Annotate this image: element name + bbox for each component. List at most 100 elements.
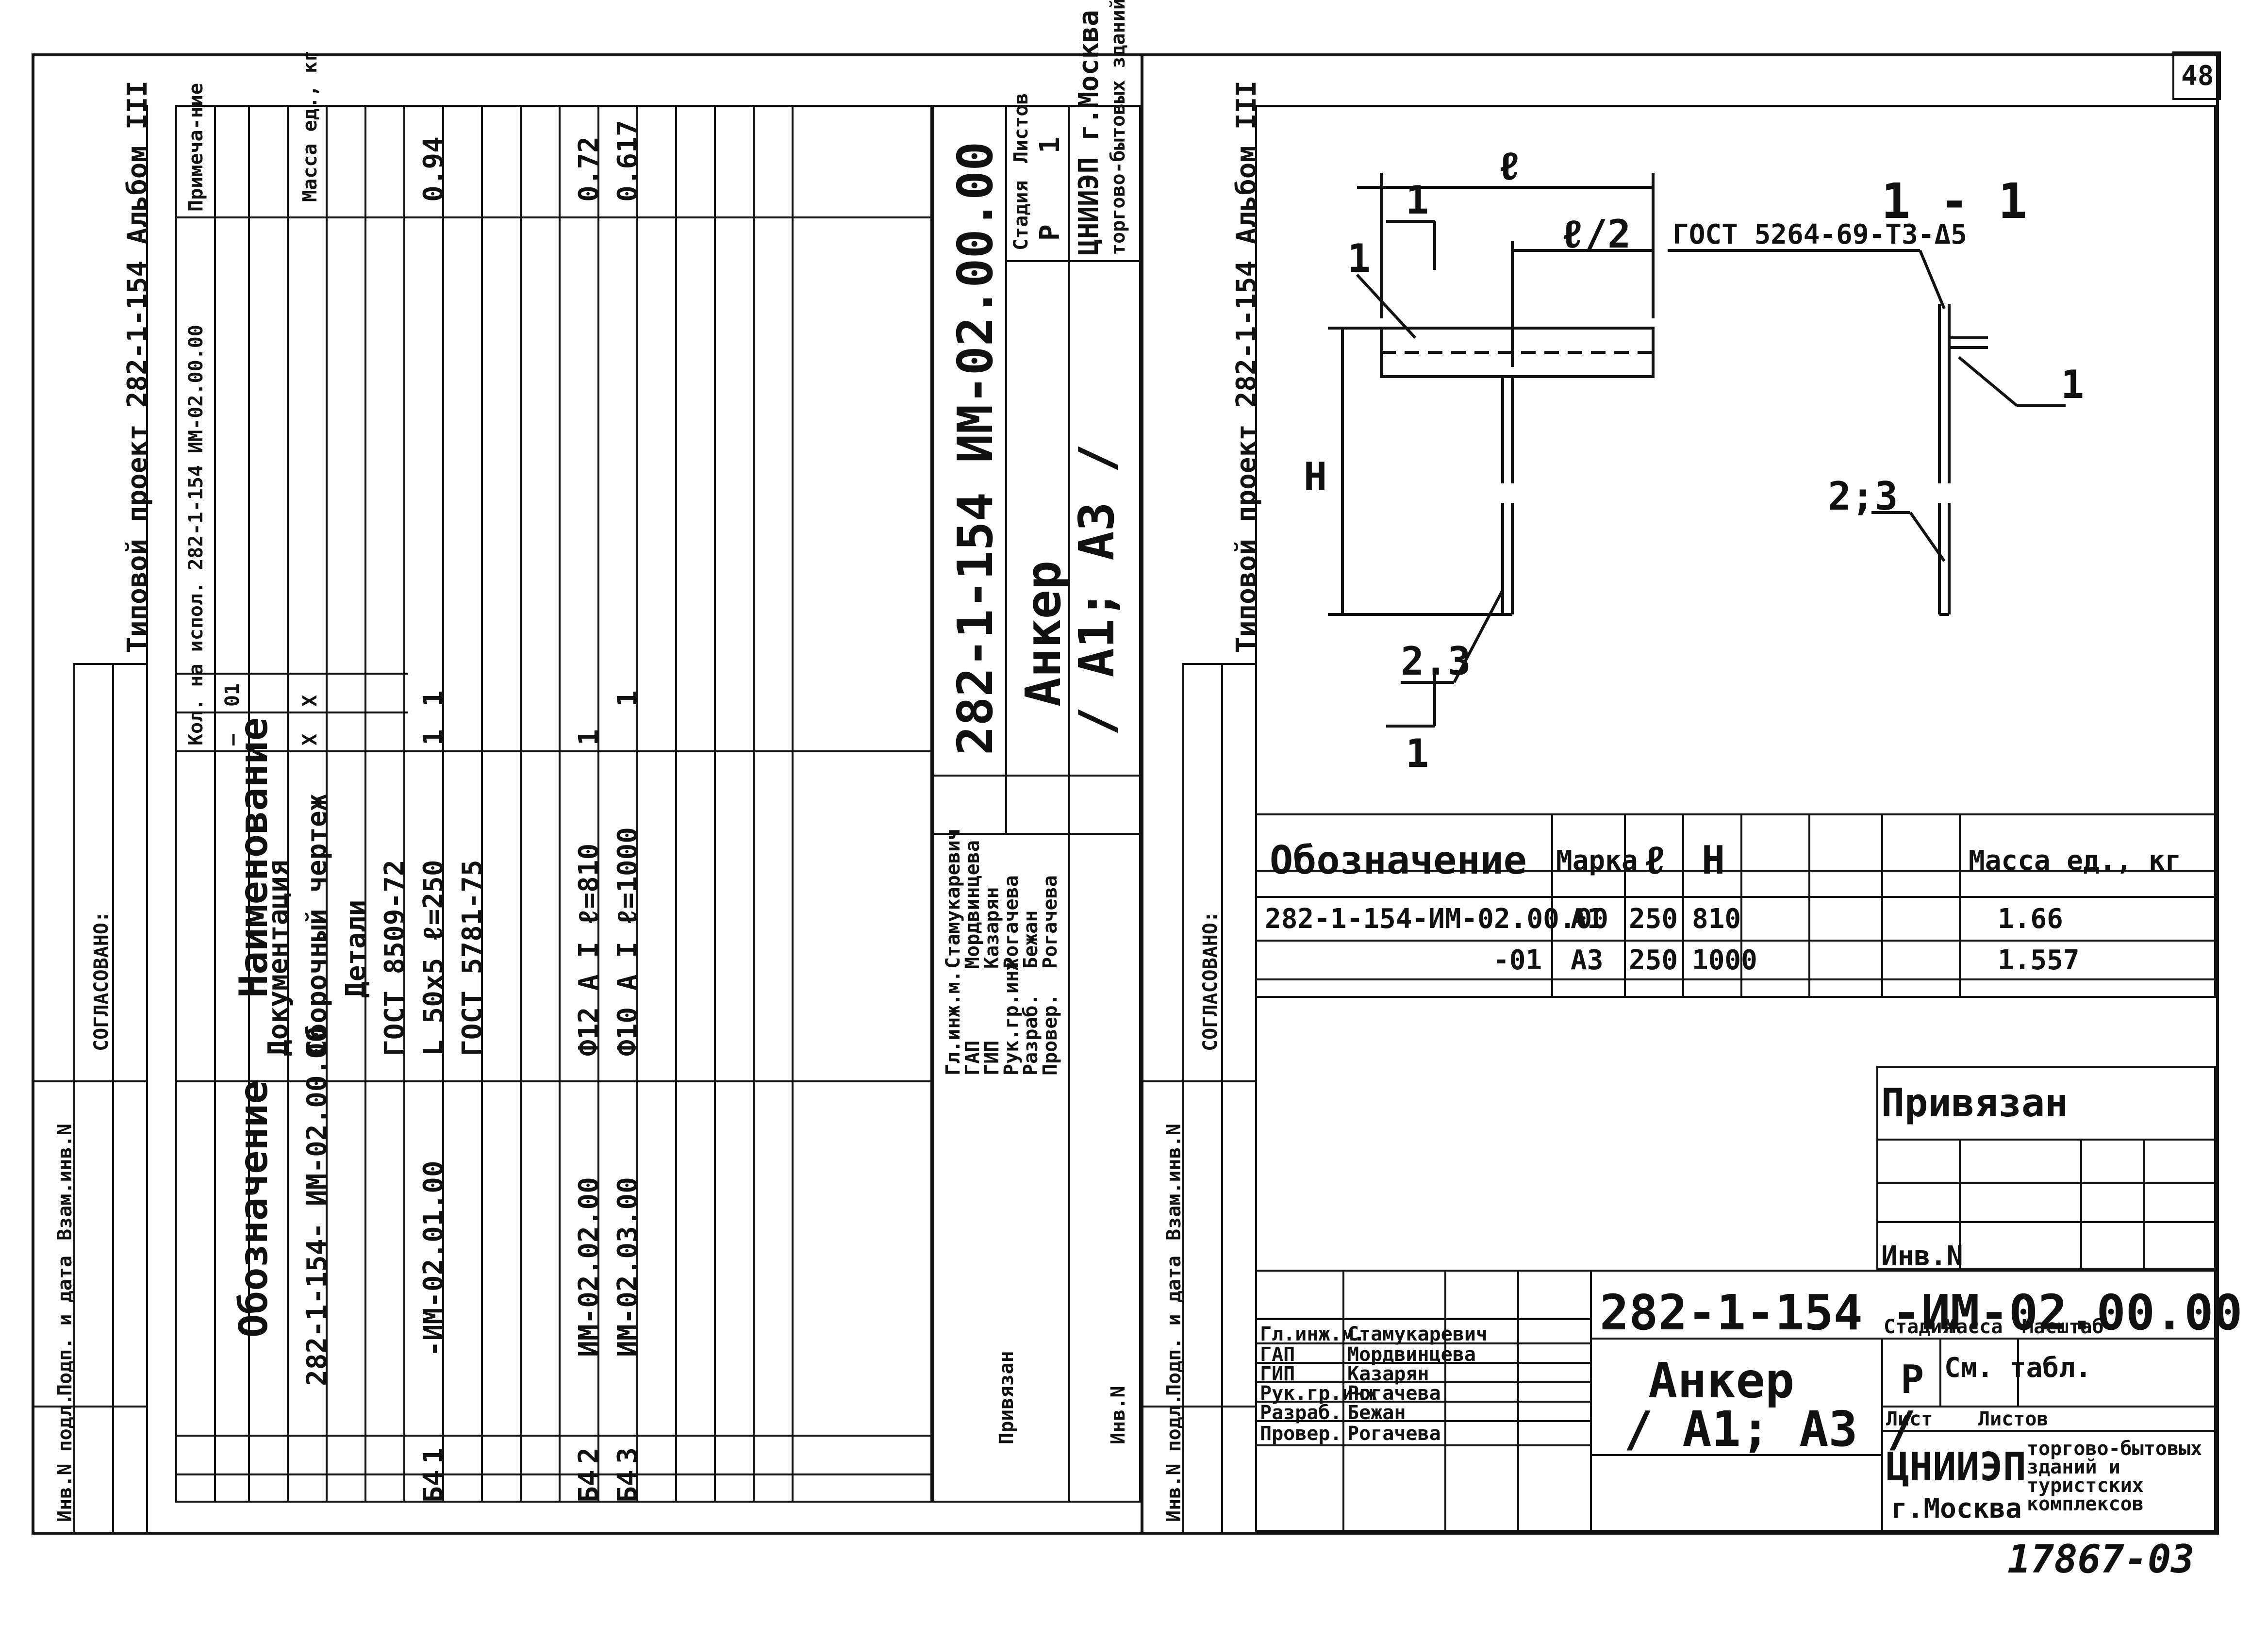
right-mass-label: Масса <box>1944 1316 2003 1338</box>
variant-1-h: 1000 <box>1692 944 1757 976</box>
row-7-name: Ф10 А I ℓ=1000 <box>612 827 644 1056</box>
right-title-subtitle: / А1; А3 / <box>1624 1401 1917 1457</box>
left-title-block <box>932 105 1141 1503</box>
right-role-5: Провер. <box>1260 1423 1342 1445</box>
row-1-designation: 282-1-154- ИМ-02.00.00 <box>301 1026 333 1386</box>
header-note: Примеча-ние <box>185 83 207 212</box>
header-qty: Кол. на испол. 282-1-154 ИМ-02.00.00 <box>185 325 207 745</box>
variants-table <box>1255 813 2216 998</box>
dim-h-label: Н <box>1304 454 1327 499</box>
right-org-dept: торгово-бытовых зданий и туристских комп… <box>2027 1438 2202 1515</box>
row-4-note: 0.94 <box>418 136 449 202</box>
pos-23-label: 2.3 <box>1401 639 1471 684</box>
drawing-area <box>1255 105 2216 872</box>
variant-0-mark: А1 <box>1571 903 1604 935</box>
left-sheet: СОГЛАСОВАНО: Инв.N подл. Подп. и дата Вз… <box>32 0 1144 1535</box>
row-7-q1: 1 <box>612 690 644 707</box>
left-inv: Инв.N <box>1107 1386 1129 1444</box>
right-role-0: Гл.инж.м. <box>1260 1323 1365 1345</box>
anchor-drawing <box>1328 173 2066 728</box>
right-role-2: ГИП <box>1260 1363 1295 1385</box>
left-org: ЦНИИЭП г.Москва <box>1073 10 1105 255</box>
pos-1-label: 1 <box>1347 236 1371 281</box>
left-privyazan: Привязан <box>995 1351 1018 1444</box>
header-qty-col0: – <box>221 733 244 745</box>
album-caption: Типовой проект 282-1-154 Альбом III <box>122 80 153 653</box>
left-stage: Р <box>1034 224 1066 241</box>
left-sheets: 1 <box>1034 137 1066 153</box>
row-6-pos: 2 <box>573 1447 605 1464</box>
row-0-name: Документация <box>263 860 294 1056</box>
row-4-pos: 1 <box>418 1447 449 1464</box>
sheet-number: 48 <box>2181 60 2214 92</box>
right-city: г.Москва <box>1891 1493 2022 1524</box>
section-title: 1 - 1 <box>1881 173 2028 230</box>
row-4-format: Б4 <box>418 1470 449 1503</box>
right-privyazan: Привязан <box>1881 1080 2069 1126</box>
variants-header-mass: Масса ед., кг <box>1969 845 2182 877</box>
row-4-q1: 1 <box>418 690 449 707</box>
row-4-name: L 50x5 ℓ=250 <box>418 860 449 1056</box>
variant-0-designation: 282-1-154-ИМ-02.00.00 <box>1265 903 1609 935</box>
right-stamp-label-inv: Инв.N подл. <box>1163 1393 1185 1522</box>
variant-1-mark: А3 <box>1571 944 1604 976</box>
left-title-name: Анкер <box>1015 560 1072 707</box>
privyazan-block <box>1876 1066 2216 1270</box>
row-7-note: 0.617 <box>612 120 644 202</box>
variant-1-mass: 1.557 <box>1998 944 2080 976</box>
row-1-note: Масса ед., кг <box>299 50 321 202</box>
row-3-name: ГОСТ 8509-72 <box>379 860 411 1056</box>
right-sheet-label: Лист <box>1886 1408 1933 1430</box>
row-6-note: 0.72 <box>573 136 605 202</box>
row-6-format: Б4 <box>573 1470 605 1503</box>
agreement-label: СОГЛАСОВАНО: <box>90 911 113 1051</box>
dim-l2-label: ℓ/2 <box>1561 212 1631 257</box>
variants-header-h: Н <box>1702 838 1725 883</box>
right-stamp-label-replace: Взам.инв.N <box>1163 1124 1185 1241</box>
row-7-pos: 3 <box>612 1447 644 1464</box>
row-1-q0: X <box>299 733 321 745</box>
row-7-format: Б4 <box>612 1470 644 1503</box>
spec-table <box>175 105 932 1503</box>
stamp-label-replace: Взам.инв.N <box>54 1124 76 1241</box>
left-title-code: 282-1-154 ИМ-02.00.00 <box>947 141 1004 755</box>
row-1-q1: X <box>299 695 321 707</box>
section-mark-bottom: 1 <box>1406 731 1429 776</box>
row-6-q0: 1 <box>573 729 605 745</box>
row-4-designation: -ИМ-02.01.00 <box>418 1160 449 1357</box>
right-scale-label: Масштаб <box>2022 1316 2104 1338</box>
left-stage-label: Стадия <box>1010 180 1032 251</box>
weld-note: ГОСТ 5264-69-Т3-Δ5 <box>1672 219 1967 250</box>
variants-header-mark: Марка <box>1556 845 1638 877</box>
right-agreement-label: СОГЛАСОВАНО: <box>1199 911 1222 1051</box>
section-pos-1-label: 1 <box>2061 362 2085 407</box>
row-6-designation: ИМ-02.02.00 <box>573 1177 605 1357</box>
right-sheets-label: Листов <box>1978 1408 2049 1430</box>
left-title-subtitle: / А1; А3 / <box>1068 443 1125 736</box>
row-5-name: ГОСТ 5781-75 <box>457 860 488 1056</box>
right-name-3: Рогачева <box>1347 1382 1441 1405</box>
left-sheets-label: Листов <box>1010 93 1032 164</box>
right-stage-label: Стадия <box>1884 1316 1954 1338</box>
variant-0-mass: 1.66 <box>1998 903 2063 935</box>
variant-1-l: 250 <box>1629 944 1678 976</box>
right-inv: Инв.N <box>1881 1241 1963 1272</box>
left-org-dept: торгово-бытовых зданий и туристских комп… <box>1107 0 1129 255</box>
row-2-name: Детали <box>340 899 372 998</box>
right-org: ЦНИИЭП <box>1886 1444 2026 1490</box>
right-mass: См. табл. <box>1944 1352 2092 1384</box>
right-title-name: Анкер <box>1648 1352 1795 1409</box>
sheet-number-box: 48 <box>2172 51 2221 100</box>
dim-l-label: ℓ <box>1498 144 1522 189</box>
right-role-1: ГАП <box>1260 1343 1295 1366</box>
right-name-4: Бежан <box>1347 1402 1406 1424</box>
right-name-2: Казарян <box>1347 1363 1429 1385</box>
stamp-label-inv: Инв.N подл. <box>54 1393 76 1522</box>
row-4-q0: 1 <box>418 729 449 745</box>
variant-1-designation: -01 <box>1493 944 1542 976</box>
row-6-name: Ф12 А I ℓ=810 <box>573 843 605 1056</box>
left-role-5: Провер. <box>1039 993 1061 1076</box>
row-7-designation: ИМ-02.03.00 <box>612 1177 644 1357</box>
right-name-5: Рогачева <box>1347 1423 1441 1445</box>
right-role-3: Рук.гр.инж <box>1260 1382 1377 1405</box>
